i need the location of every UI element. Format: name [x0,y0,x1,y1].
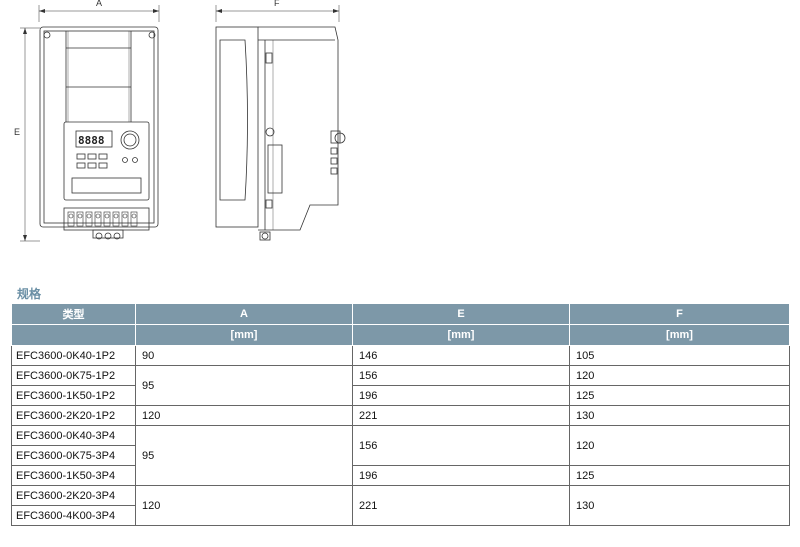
f-cell: 120 [569,425,790,466]
e-cell: 156 [352,365,570,386]
model-cell: EFC3600-1K50-3P4 [11,465,136,486]
e-cell: 196 [352,385,570,406]
unit-a: [mm] [135,324,353,346]
e-cell: 156 [352,425,570,466]
dim-a-label: A [96,0,102,8]
model-cell: EFC3600-1K50-1P2 [11,385,136,406]
side-view [215,5,346,241]
table-row: EFC3600-2K20-1P2 120 221 130 [11,405,790,426]
f-cell: 130 [569,485,790,526]
model-cell: EFC3600-0K75-3P4 [11,445,136,466]
model-cell: EFC3600-2K20-3P4 [11,485,136,506]
model-cell: EFC3600-0K75-1P2 [11,365,136,386]
header-row: 类型 A E F [11,303,790,325]
unit-f: [mm] [569,324,790,346]
table-row: EFC3600-2K20-3P4 120 221 130 [11,485,790,526]
table-row: EFC3600-0K75-3P4 [11,445,790,466]
a-cell: 95 [135,365,353,406]
header-f: F [569,303,790,325]
table-row: EFC3600-0K75-1P2 95 156 120 [11,365,790,406]
model-cell: EFC3600-2K20-1P2 [11,405,136,426]
front-view [20,5,160,242]
unit-row: [mm] [mm] [mm] [11,324,790,346]
e-cell: 221 [352,485,570,526]
e-cell: 196 [352,465,570,486]
a-cell: 120 [135,485,353,526]
f-cell: 130 [569,405,790,426]
model-cell: EFC3600-0K40-3P4 [11,425,136,446]
table-row: EFC3600-0K40-3P4 95 156 120 [11,425,790,486]
f-cell: 125 [569,465,790,486]
a-cell: 120 [135,405,353,426]
spec-table: 类型 A E F [mm] [mm] [mm] EFC3600-0K40-1P2… [11,303,790,526]
spec-title: 规格 [17,287,42,301]
table-row: EFC3600-1K50-1P2 196 125 [11,385,790,406]
a-cell: 95 [135,425,353,486]
table-row: EFC3600-0K40-1P2 90 146 105 [11,345,790,366]
dim-e-label: E [14,127,20,137]
table-row: EFC3600-4K00-3P4 [11,505,790,526]
header-e: E [352,303,570,325]
a-cell: 90 [135,345,353,366]
e-cell: 221 [352,405,570,426]
e-cell: 146 [352,345,570,366]
display-readout: 8888 [78,134,105,147]
unit-type [11,324,136,346]
table-row: EFC3600-1K50-3P4 196 125 [11,465,790,486]
model-cell: EFC3600-0K40-1P2 [11,345,136,366]
f-cell: 125 [569,385,790,406]
f-cell: 120 [569,365,790,386]
dim-f-label: F [274,0,280,8]
header-type: 类型 [11,303,136,325]
model-cell: EFC3600-4K00-3P4 [11,505,136,526]
header-a: A [135,303,353,325]
f-cell: 105 [569,345,790,366]
dimension-drawing: A E 8888 F [14,0,346,242]
unit-e: [mm] [352,324,570,346]
